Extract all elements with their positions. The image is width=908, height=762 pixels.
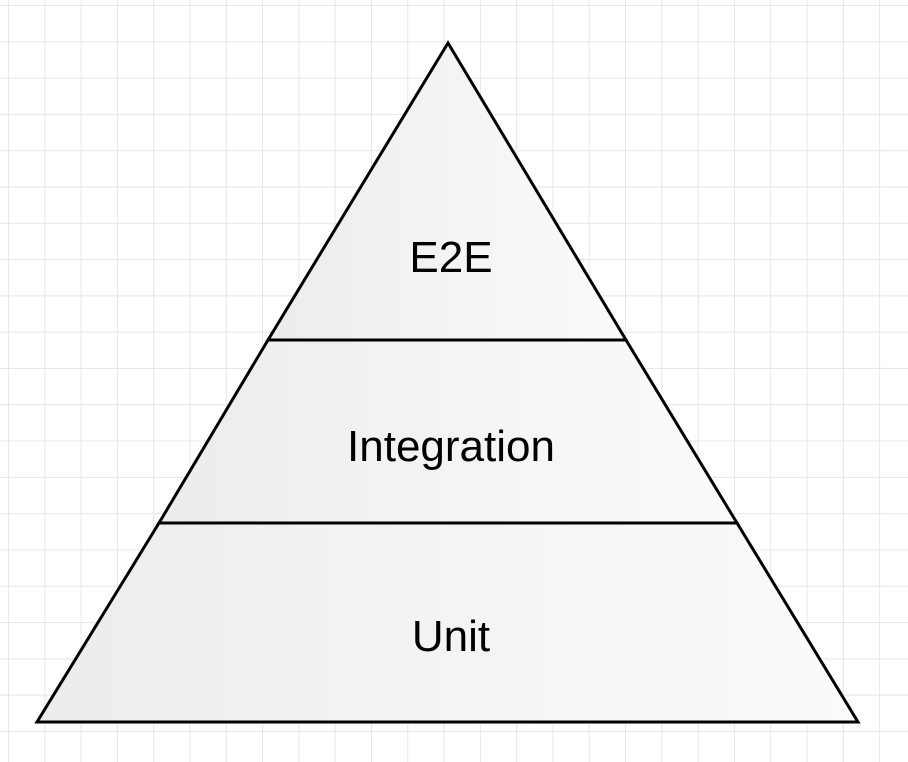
tier-unit-shape[interactable] <box>34 521 861 724</box>
tier-integration-label: Integration <box>347 422 555 471</box>
tier-e2e-shape[interactable] <box>265 40 629 342</box>
tier-unit-label: Unit <box>412 612 490 661</box>
tier-e2e-label: E2E <box>409 233 492 282</box>
